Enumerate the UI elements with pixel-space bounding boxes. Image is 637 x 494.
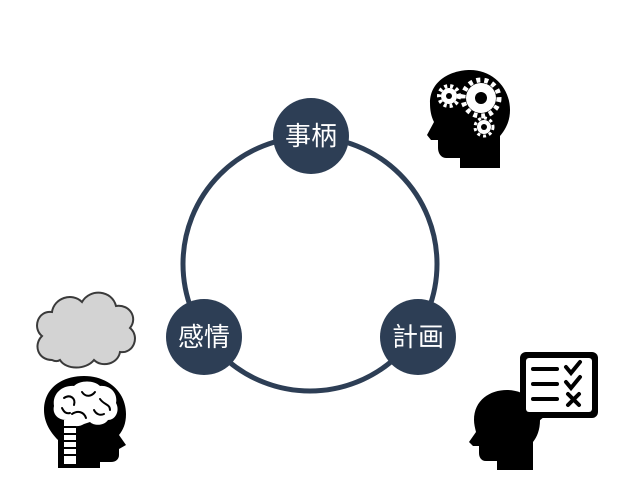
- node-top-circle: [273, 98, 349, 174]
- head-with-brain-and-cloud-icon: [36, 291, 136, 468]
- checklist-icon: [531, 360, 582, 407]
- gear-icon: [460, 77, 502, 119]
- node-top-label: 事柄: [285, 122, 337, 152]
- head-with-checklist-bubble-icon: [469, 352, 598, 470]
- node-left: 感情: [166, 299, 242, 375]
- node-right: 計画: [380, 299, 456, 375]
- speech-bubble-tail: [526, 414, 545, 432]
- gear-icon: [437, 84, 461, 108]
- brain-icon: [53, 381, 118, 427]
- node-right-circle: [380, 299, 456, 375]
- node-top: 事柄: [273, 98, 349, 174]
- node-left-circle: [166, 299, 242, 375]
- spine-icon: [64, 420, 76, 464]
- node-left-label: 感情: [178, 323, 230, 353]
- head-silhouette: [427, 70, 510, 168]
- node-right-label: 計画: [392, 323, 444, 353]
- brain-folds: [61, 391, 111, 419]
- head-with-gears-icon: [427, 70, 510, 168]
- cloud-icon: [36, 291, 136, 369]
- gear-icon: [473, 116, 495, 138]
